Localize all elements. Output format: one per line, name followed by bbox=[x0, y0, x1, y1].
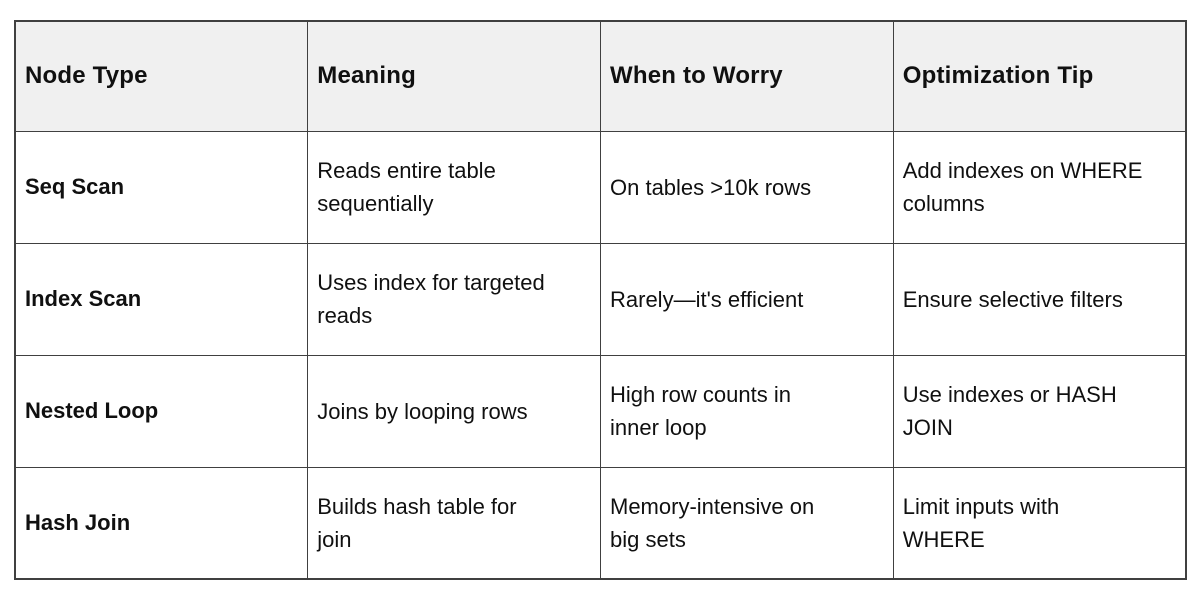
cell-node-type: Index Scan bbox=[14, 242, 309, 356]
cell-when-to-worry: High row counts in inner loop bbox=[600, 354, 894, 468]
query-plan-table: Node Type Meaning When to Worry Optimiza… bbox=[14, 20, 1187, 580]
header-cell-node-type: Node Type bbox=[14, 20, 309, 132]
cell-optimization-tip: Add indexes on WHERE columns bbox=[892, 130, 1187, 244]
cell-optimization-tip: Limit inputs with WHERE bbox=[892, 466, 1187, 580]
cell-when-to-worry: Rarely—it's efficient bbox=[600, 242, 894, 356]
cell-node-type: Hash Join bbox=[14, 466, 309, 580]
cell-meaning: Builds hash table for join bbox=[307, 466, 601, 580]
cell-meaning: Reads entire table sequentially bbox=[307, 130, 601, 244]
table-row-index-scan: Index Scan Uses index for targeted reads… bbox=[14, 242, 1187, 356]
table-row-nested-loop: Nested Loop Joins by looping rows High r… bbox=[14, 354, 1187, 468]
header-cell-optimization-tip: Optimization Tip bbox=[892, 20, 1187, 132]
table-row-hash-join: Hash Join Builds hash table for join Mem… bbox=[14, 466, 1187, 580]
header-row: Node Type Meaning When to Worry Optimiza… bbox=[14, 20, 1187, 132]
cell-when-to-worry: Memory-intensive on big sets bbox=[600, 466, 894, 580]
cell-optimization-tip: Use indexes or HASH JOIN bbox=[892, 354, 1187, 468]
cell-meaning: Uses index for targeted reads bbox=[307, 242, 601, 356]
cell-when-to-worry: On tables >10k rows bbox=[600, 130, 894, 244]
cell-meaning: Joins by looping rows bbox=[307, 354, 601, 468]
cell-node-type: Seq Scan bbox=[14, 130, 309, 244]
header-cell-when-to-worry: When to Worry bbox=[600, 20, 894, 132]
header-cell-meaning: Meaning bbox=[307, 20, 601, 132]
cell-node-type: Nested Loop bbox=[14, 354, 309, 468]
table-row-seq-scan: Seq Scan Reads entire table sequentially… bbox=[14, 130, 1187, 244]
cell-optimization-tip: Ensure selective filters bbox=[892, 242, 1187, 356]
